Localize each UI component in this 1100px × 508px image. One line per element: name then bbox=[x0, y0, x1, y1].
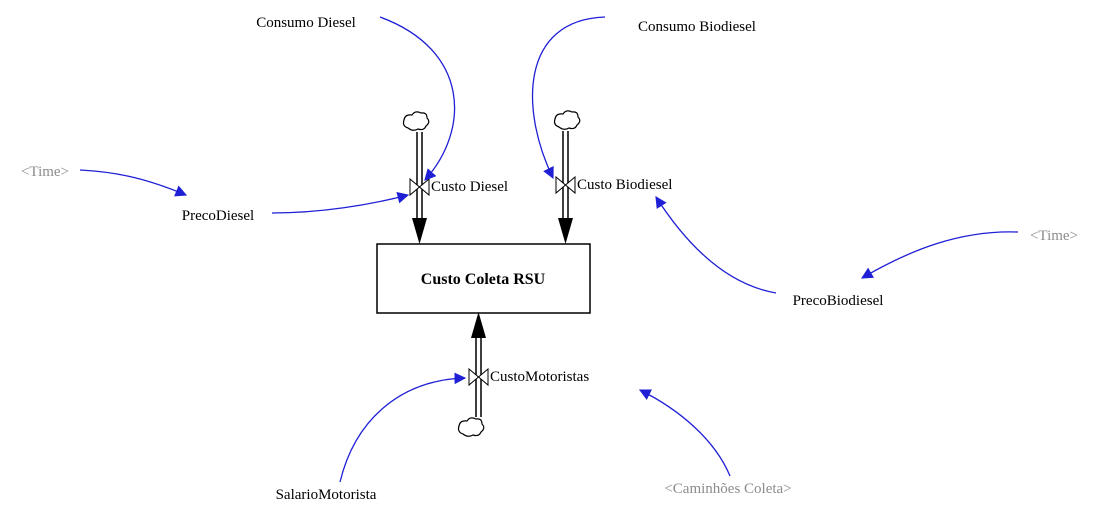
cloud-source-diesel-icon bbox=[402, 111, 430, 131]
link-preco-biodiesel-to-custo-biodiesel bbox=[655, 196, 777, 294]
link-consumo-biodiesel-to-custo-biodiesel bbox=[531, 16, 606, 180]
variable-preco-biodiesel[interactable]: PrecoBiodiesel bbox=[793, 293, 884, 309]
valve-biodiesel-icon bbox=[555, 175, 576, 195]
variable-consumo-diesel[interactable]: Consumo Diesel bbox=[256, 15, 356, 31]
link-time-to-preco-diesel bbox=[79, 169, 188, 197]
flow-custo-biodiesel[interactable]: Custo Biodiesel bbox=[553, 110, 673, 244]
link-salario-to-custo-motoristas bbox=[339, 372, 467, 483]
causal-links bbox=[79, 16, 1019, 483]
valve-diesel-icon bbox=[409, 177, 430, 197]
link-preco-diesel-to-custo-diesel bbox=[271, 192, 410, 214]
link-time-to-preco-biodiesel bbox=[860, 231, 1019, 279]
variable-consumo-biodiesel[interactable]: Consumo Biodiesel bbox=[638, 19, 756, 35]
cloud-source-motoristas-icon bbox=[457, 417, 485, 437]
link-consumo-diesel-to-custo-diesel bbox=[379, 16, 456, 181]
variable-preco-diesel[interactable]: PrecoDiesel bbox=[182, 208, 254, 224]
shadow-variable-caminhoes-coleta[interactable]: <Caminhões Coleta> bbox=[664, 481, 791, 497]
flow-arrowhead-diesel bbox=[412, 218, 427, 244]
flow-arrowhead-biodiesel bbox=[558, 218, 573, 244]
valve-motoristas-icon bbox=[468, 367, 489, 387]
flow-label-custo-biodiesel: Custo Biodiesel bbox=[577, 177, 672, 193]
link-caminhoes-to-custo-motoristas bbox=[638, 389, 731, 477]
flow-custo-motoristas[interactable]: CustoMotoristas bbox=[457, 312, 590, 437]
flow-custo-diesel[interactable]: Custo Diesel bbox=[402, 111, 509, 244]
flow-label-custo-diesel: Custo Diesel bbox=[431, 179, 508, 195]
flow-label-custo-motoristas: CustoMotoristas bbox=[490, 369, 589, 385]
cloud-source-biodiesel-icon bbox=[553, 110, 581, 130]
stock-custo-coleta-rsu[interactable]: Custo Coleta RSU bbox=[376, 243, 591, 314]
shadow-variable-time-right[interactable]: <Time> bbox=[1030, 228, 1078, 244]
variable-salario-motorista[interactable]: SalarioMotorista bbox=[276, 487, 377, 503]
flow-arrowhead-motoristas bbox=[471, 312, 486, 338]
stock-label: Custo Coleta RSU bbox=[421, 271, 546, 288]
shadow-variable-time-left[interactable]: <Time> bbox=[21, 164, 69, 180]
